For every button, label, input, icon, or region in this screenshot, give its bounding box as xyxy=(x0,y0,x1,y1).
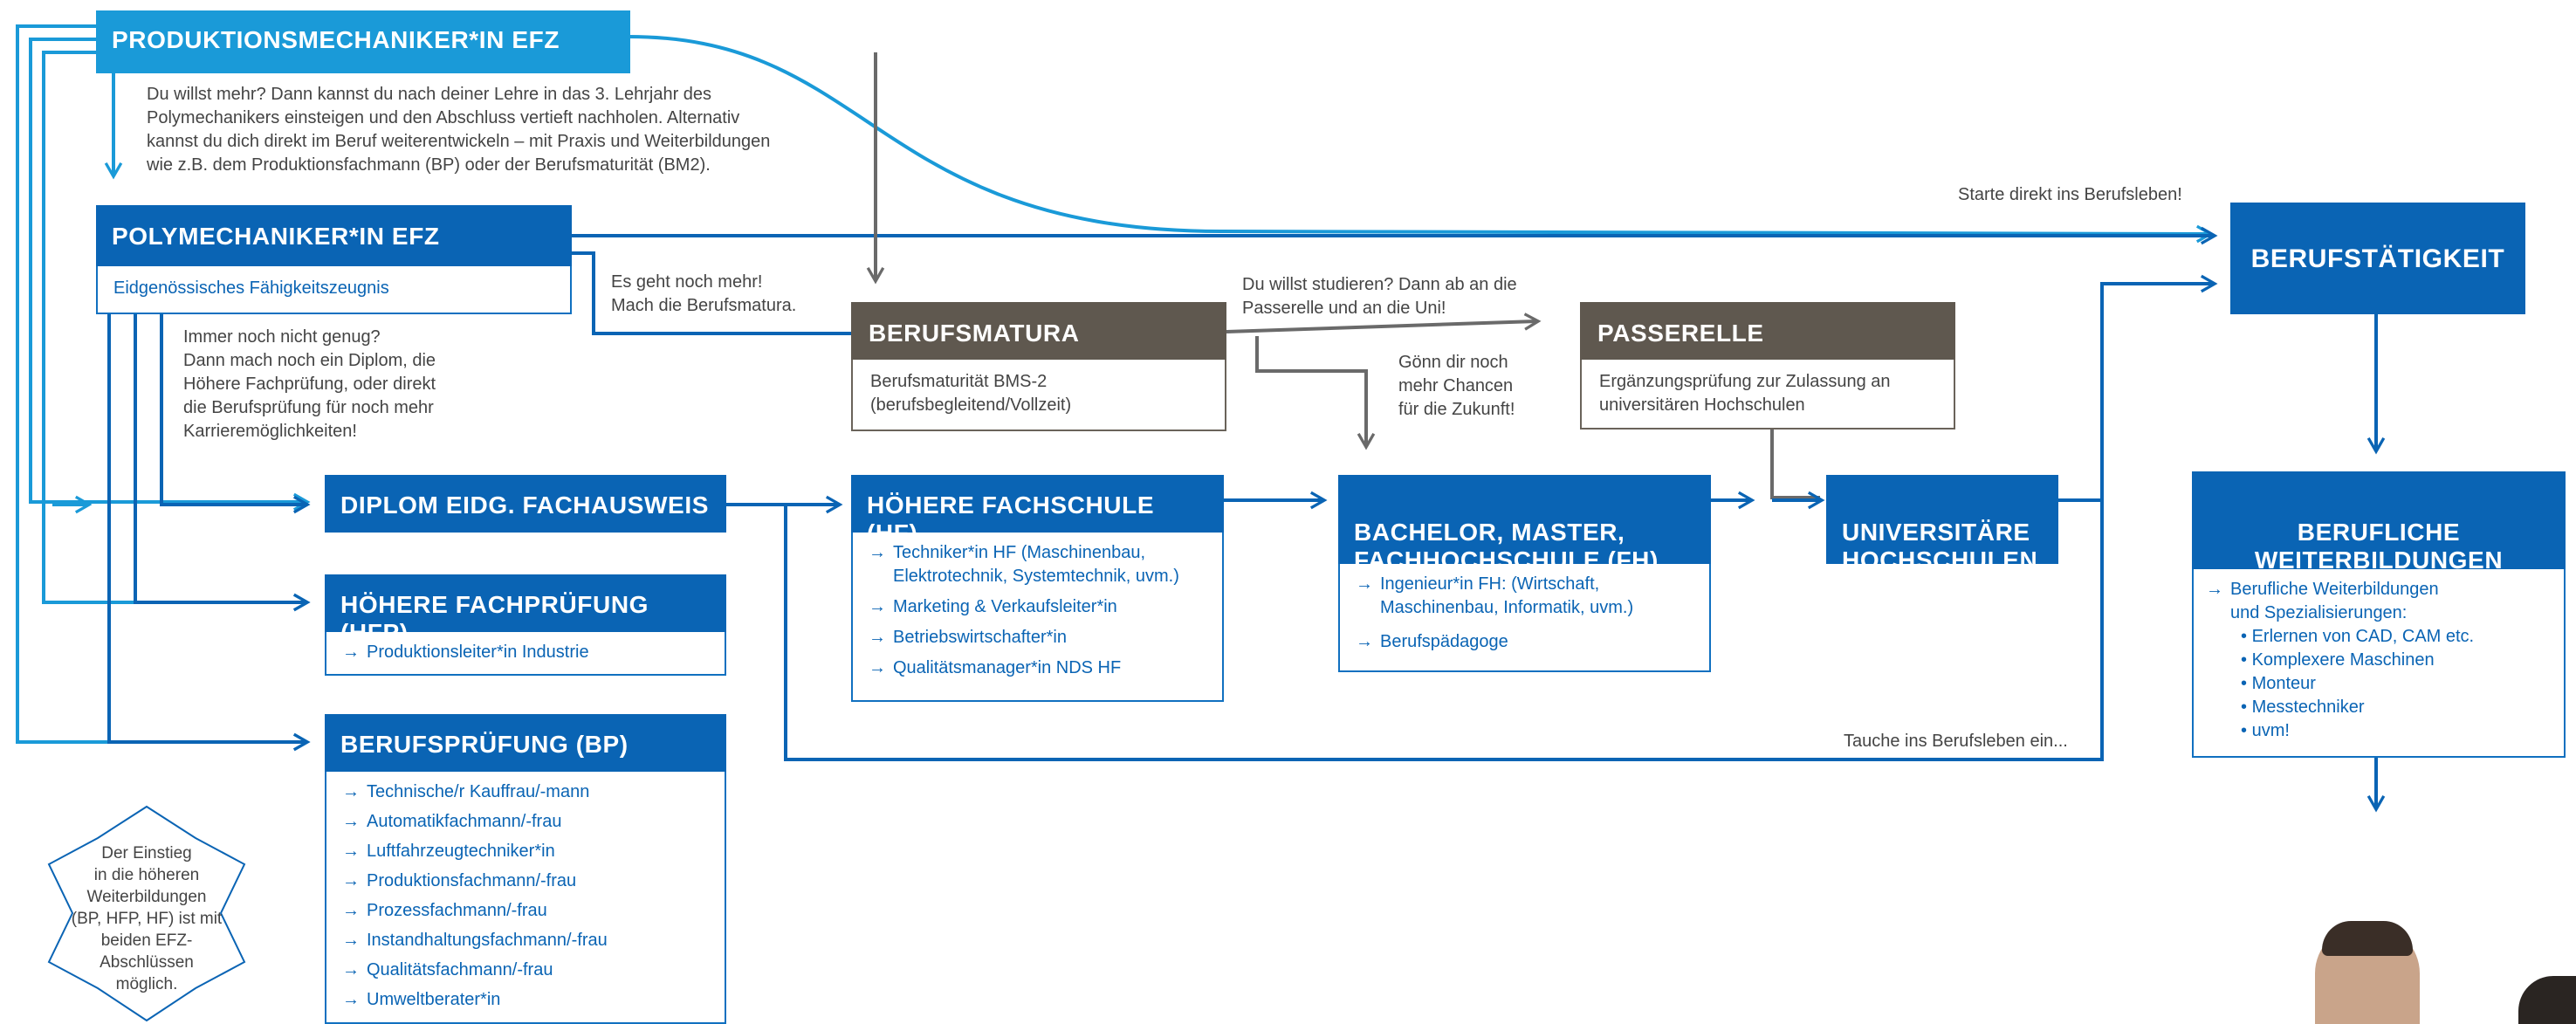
arrow-icon: → xyxy=(342,871,360,890)
list-item: →Umweltberater*in xyxy=(342,990,501,1009)
list-item: • Messtechniker xyxy=(2241,698,2365,717)
list-item: →Qualitätsmanager*in NDS HF xyxy=(869,656,1206,680)
berufstaetigkeit-header: BERUFSTÄTIGKEIT xyxy=(2230,203,2525,314)
diplom-title: DIPLOM EIDG. FACHAUSWEIS xyxy=(340,491,709,519)
hfp-header: HÖHERE FACHPRÜFUNG (HFP) xyxy=(325,574,726,646)
note-more: Es geht noch mehr! Mach die Berufsmatura… xyxy=(611,272,797,315)
note-einstieg: Der Einstieg in die höheren Weiterbildun… xyxy=(71,844,223,993)
produktionsmechaniker-header: PRODUKTIONSMECHANIKER*IN EFZ xyxy=(96,10,630,73)
weiterbildungen-body: → Berufliche Weiterbildungen und Spezial… xyxy=(2192,569,2566,758)
berufsmatura-body: Berufsmaturität BMS-2 (berufsbegleitend/… xyxy=(851,360,1226,431)
arrow-icon: → xyxy=(342,842,360,861)
arrow-icon: → xyxy=(869,628,886,647)
arrow-icon: → xyxy=(342,931,360,950)
list-item: →Berufspädagoge xyxy=(1356,630,1693,654)
passerelle-header: PASSERELLE xyxy=(1580,302,1955,360)
uni-title: UNIVERSITÄRE HOCHSCHULEN xyxy=(1842,519,2038,574)
produktionsmechaniker-title: PRODUKTIONSMECHANIKER*IN EFZ xyxy=(112,26,560,53)
passerelle-title: PASSERELLE xyxy=(1597,320,1764,347)
list-item: • Erlernen von CAD, CAM etc. xyxy=(2241,627,2475,646)
berufsmatura-header: BERUFSMATURA xyxy=(851,302,1226,360)
hf-body: →Techniker*in HF (Maschinenbau, Elektrot… xyxy=(851,533,1224,702)
list-item: →Prozessfachmann/-frau xyxy=(342,901,547,920)
note-chancen: Gönn dir noch mehr Chancen für die Zukun… xyxy=(1398,353,1515,419)
list-item: →Automatikfachmann/-frau xyxy=(342,812,562,831)
bullet-icon: • xyxy=(2241,650,2248,670)
weiterbildungen-header: BERUFLICHE WEITERBILDUNGEN xyxy=(2192,471,2566,574)
bp-title: BERUFSPRÜFUNG (BP) xyxy=(340,731,629,758)
berufsmatura-title: BERUFSMATURA xyxy=(869,320,1080,347)
polymechaniker-title: POLYMECHANIKER*IN EFZ xyxy=(112,223,440,250)
list-item: →Luftfahrzeugtechniker*in xyxy=(342,842,555,861)
person-hair xyxy=(2322,921,2413,956)
list-item: →Produktionsleiter*in Industrie xyxy=(342,643,589,662)
arrow-icon: → xyxy=(342,960,360,979)
weiterbildungen-intro: Berufliche Weiterbildungen und Spezialis… xyxy=(2230,580,2439,622)
bp-body: →Technische/r Kauffrau/-mann →Automatikf… xyxy=(325,772,726,1024)
list-item: →Betriebswirtschafter*in xyxy=(869,626,1206,649)
fh-header: BACHELOR, MASTER, FACHHOCHSCHULE (FH) xyxy=(1338,475,1711,574)
arrow-icon: → xyxy=(342,901,360,920)
list-item: →Techniker*in HF (Maschinenbau, Elektrot… xyxy=(869,541,1206,588)
list-item: →Instandhaltungsfachmann/-frau xyxy=(342,931,608,950)
list-item: →Ingenieur*in FH: (Wirtschaft, Maschinen… xyxy=(1356,573,1693,620)
bullet-icon: • xyxy=(2241,674,2248,693)
note-diplom: Immer noch nicht genug? Dann mach noch e… xyxy=(183,327,436,441)
arrow-icon: → xyxy=(342,812,360,831)
bullet-icon: • xyxy=(2241,721,2248,740)
arrow-icon: → xyxy=(869,597,886,616)
note-starte: Starte direkt ins Berufsleben! xyxy=(1958,185,2182,204)
fh-body: →Ingenieur*in FH: (Wirtschaft, Maschinen… xyxy=(1338,564,1711,672)
bullet-icon: • xyxy=(2241,698,2248,717)
hfp-body: →Produktionsleiter*in Industrie xyxy=(325,632,726,676)
list-item: • Monteur xyxy=(2241,674,2316,693)
bullet-icon: • xyxy=(2241,627,2248,646)
list-item: →Qualitätsfachmann/-frau xyxy=(342,960,553,979)
list-item: →Marketing & Verkaufsleiter*in xyxy=(869,595,1206,619)
polymechaniker-header: POLYMECHANIKER*IN EFZ xyxy=(96,205,572,266)
bp-header: BERUFSPRÜFUNG (BP) xyxy=(325,714,726,772)
note-studieren: Du willst studieren? Dann ab an die Pass… xyxy=(1242,275,1517,318)
produktionsmechaniker-note: Du willst mehr? Dann kannst du nach dein… xyxy=(147,85,771,175)
polymechaniker-body: Eidgenössisches Fähigkeitszeugnis xyxy=(96,266,572,314)
arrow-icon: → xyxy=(342,990,360,1009)
list-item: • uvm! xyxy=(2241,721,2290,740)
weiterbildungen-title: BERUFLICHE WEITERBILDUNGEN xyxy=(2254,519,2504,574)
diplom-header: DIPLOM EIDG. FACHAUSWEIS xyxy=(325,475,726,533)
berufstaetigkeit-title: BERUFSTÄTIGKEIT xyxy=(2250,244,2505,273)
polymechaniker-sub: Eidgenössisches Fähigkeitszeugnis xyxy=(113,278,389,298)
list-item: • Komplexere Maschinen xyxy=(2241,650,2435,670)
list-item: →Technische/r Kauffrau/-mann xyxy=(342,782,590,801)
arrow-icon: → xyxy=(869,658,886,677)
arrow-icon: → xyxy=(869,543,886,562)
passerelle-body: Ergänzungsprüfung zur Zulassung an unive… xyxy=(1580,360,1955,430)
uni-header: UNIVERSITÄRE HOCHSCHULEN xyxy=(1826,475,2058,574)
hf-header: HÖHERE FACHSCHULE (HF) xyxy=(851,475,1224,546)
arrow-icon: → xyxy=(2206,580,2223,599)
list-item: →Produktionsfachmann/-frau xyxy=(342,871,577,890)
einstieg-badge xyxy=(47,805,246,1022)
arrow-icon: → xyxy=(1356,632,1373,651)
note-tauche: Tauche ins Berufsleben ein... xyxy=(1844,732,2068,751)
arrow-icon: → xyxy=(342,643,360,662)
arrow-icon: → xyxy=(342,782,360,801)
arrow-icon: → xyxy=(1356,574,1373,594)
